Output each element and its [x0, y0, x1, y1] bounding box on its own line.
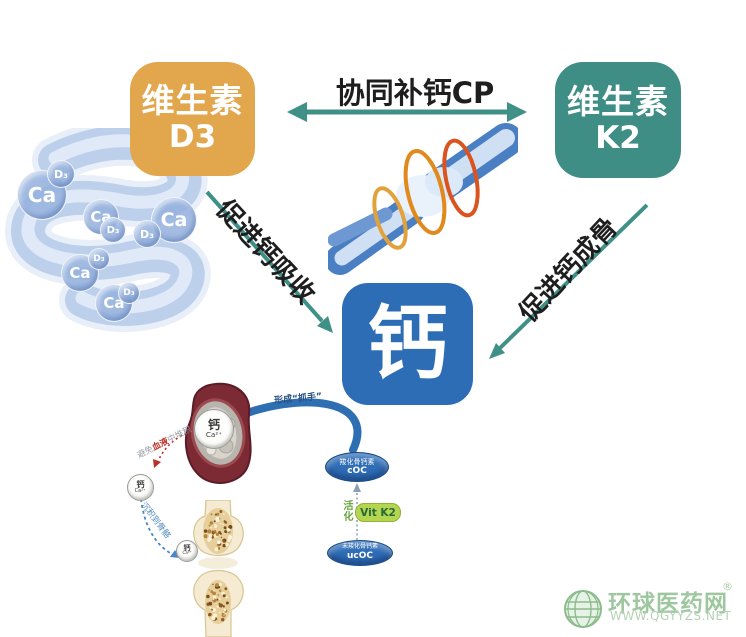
ucoc-label-en: ucOC — [347, 551, 373, 562]
watermark-url: WWW.QGYYZS.NET — [610, 609, 732, 623]
globe-icon — [564, 590, 602, 628]
vitamin-d3-node: 维生素 D3 — [130, 62, 255, 176]
vessel-calcium-ball: 钙 Ca²⁺ — [194, 409, 234, 449]
watermark-site-name: 环球医药网 — [608, 591, 728, 617]
bone-joint-illustration — [193, 500, 244, 637]
d-bubble: D₃ — [88, 248, 110, 270]
calcium-node-label: 钙 — [367, 297, 448, 390]
ca-bubble-label: Ca — [27, 183, 57, 207]
ucoc-label-cn: 未羧化骨钙素 — [341, 543, 378, 551]
free-calcium-ball: 钙 Ca²⁺ — [127, 474, 154, 501]
vitamin-k2-label-line2: K2 — [595, 120, 641, 157]
vessel-calcium-label: 钙 — [207, 418, 220, 432]
d-bubble: D₃ — [100, 217, 126, 243]
ca-bubble: Ca — [151, 197, 197, 243]
synergy-arrow-label: 协同补钙CP — [335, 76, 495, 110]
d-bubble: D₃ — [118, 282, 140, 304]
registered-mark-icon: ® — [722, 580, 733, 593]
ucoc-node: 未羧化骨钙素 ucOC — [327, 540, 393, 566]
grab-arc-label: 形成“抓手” — [273, 391, 323, 407]
bone-calcium-ball: 钙 Ca²⁺ — [176, 540, 198, 562]
d-bubble-label: D₃ — [54, 167, 68, 181]
calcium-node: 钙 — [342, 283, 473, 405]
d-bubble: D₃ — [133, 220, 161, 248]
coc-node: 羧化骨钙素 cOC — [325, 452, 389, 482]
vitamin-d3-label-line1: 维生素 — [141, 81, 244, 121]
vit-k2-pill: Vit K2 — [355, 503, 401, 522]
coc-label-cn: 羧化骨钙素 — [339, 457, 375, 466]
activate-label: 活化 — [341, 500, 352, 522]
d-bubble: D₃ — [47, 160, 75, 188]
coc-label-en: cOC — [347, 465, 367, 476]
vitamin-d3-label-line2: D3 — [168, 119, 217, 156]
vitamin-k2-label-line1: 维生素 — [567, 82, 669, 122]
joint-xray-illustration — [328, 123, 518, 275]
vitamin-k2-node: 维生素 K2 — [555, 62, 681, 178]
watermark: 环球医药网 ® WWW.QGYYZS.NET — [560, 580, 746, 634]
